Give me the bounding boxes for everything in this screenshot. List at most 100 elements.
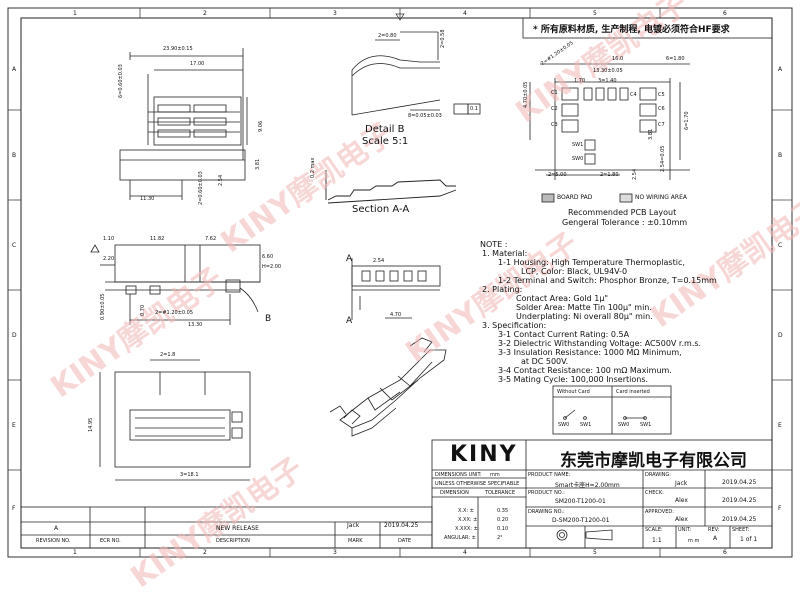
drawing-date: 2019.04.25 bbox=[722, 479, 757, 486]
company-name: 东莞市摩凯电子有限公司 bbox=[560, 451, 747, 471]
approved-date: 2019.04.25 bbox=[722, 516, 757, 523]
zone-label: B bbox=[778, 152, 783, 159]
pcb-tolerance: Gengeral Tolerance : ±0.10mm bbox=[562, 218, 688, 227]
product-name-label: PRODUCT NAME: bbox=[528, 472, 571, 478]
pcb-contact-label: C6 bbox=[658, 106, 665, 112]
dimension-label: 2=0.60±0.03 bbox=[198, 171, 204, 205]
dimension-label: 13.30±0.05 bbox=[593, 68, 623, 74]
dimension-label: 1.70 bbox=[574, 78, 586, 84]
dimension-label: 7.62 bbox=[205, 236, 217, 242]
dimension-label: 6=0.60±0.03 bbox=[118, 64, 124, 98]
legend-board-pad: BOARD PAD bbox=[557, 194, 593, 201]
dimension-label: 2.54=0.05 bbox=[660, 145, 666, 172]
dimension-label: 11.30 bbox=[140, 196, 155, 202]
section-marker: A bbox=[346, 316, 353, 326]
note-line: Contact Area: Gold 1μ" bbox=[516, 294, 609, 303]
note-line: LCP, Color: Black, UL94V-0 bbox=[521, 267, 628, 276]
dimension-label: 13.30 bbox=[188, 322, 203, 328]
approved-label: APPROVED: bbox=[645, 509, 674, 515]
zone-label: D bbox=[778, 332, 783, 339]
dimension-label: 2.54 bbox=[373, 258, 385, 264]
detail-b-scale: Scale 5:1 bbox=[362, 136, 409, 147]
note-line: 3-4 Contact Resistance: 100 mΩ Maximum. bbox=[498, 366, 672, 375]
tolerance-val: 0.10 bbox=[497, 526, 509, 532]
unit-label: UNIT: bbox=[678, 527, 692, 533]
unit-value: m m bbox=[688, 538, 700, 544]
tolerance-dim: X.X: ± bbox=[458, 508, 474, 514]
dimension-label: 3.81 bbox=[648, 128, 654, 140]
dimension-label: 6=1.80 bbox=[666, 56, 685, 62]
scale-value: 1:1 bbox=[652, 537, 662, 544]
product-name: Smart卡座H=2.00mm bbox=[555, 482, 620, 489]
zone-label: 2 bbox=[203, 549, 207, 556]
tolerance-header: TOLERANCE bbox=[485, 490, 516, 496]
zone-label: 6 bbox=[723, 10, 727, 17]
legend-no-wiring: NO WIRING AREA bbox=[635, 194, 687, 201]
note-line: 3. Specification: bbox=[482, 321, 547, 330]
switch-col-header: Without Card bbox=[557, 389, 590, 395]
dimension-label: 3.81 bbox=[255, 158, 261, 170]
dimensions-unit-label: DIMENSIONS UNIT: bbox=[435, 472, 482, 478]
check-by: Alex bbox=[675, 497, 688, 504]
zone-label: A bbox=[12, 66, 17, 73]
revision-header: DESCRIPTION bbox=[216, 538, 250, 544]
zone-label: 3 bbox=[333, 10, 337, 17]
pcb-contact-label: C5 bbox=[658, 92, 665, 98]
switch-col-header: Card inserted bbox=[616, 389, 650, 395]
note-line: 3-5 Mating Cycle: 100,000 Insertions. bbox=[498, 375, 649, 384]
zone-label: B bbox=[12, 152, 17, 159]
sheet-label: SHEET: bbox=[732, 527, 750, 533]
zone-label: 4 bbox=[463, 549, 467, 556]
rev-value: A bbox=[713, 535, 718, 542]
dimension-label: H=2.00 bbox=[262, 264, 282, 270]
dimension-label: 4.70 bbox=[390, 312, 402, 318]
dimension-label: 2=1.8 bbox=[160, 352, 176, 358]
dimension-label: 8=0.05±0.03 bbox=[408, 113, 442, 119]
dimension-label: 11.82 bbox=[150, 236, 165, 242]
drawing-by: Jack bbox=[675, 480, 688, 487]
dimensions-unit: mm bbox=[490, 472, 500, 478]
dimension-label: 4.70±0.05 bbox=[523, 81, 529, 108]
dimension-label: 0.2 max bbox=[310, 157, 316, 178]
note-line: 3-1 Contact Current Rating: 0.5A bbox=[498, 330, 630, 339]
zone-label: F bbox=[778, 505, 782, 512]
company-logo: KINY bbox=[450, 442, 518, 467]
pcb-contact-label: SW0 bbox=[572, 156, 584, 162]
sheet-value: 1 of 1 bbox=[740, 536, 758, 543]
section-marker: A bbox=[346, 254, 353, 264]
dimension-label: 1.10 bbox=[103, 236, 115, 242]
rev-label: REV: bbox=[708, 527, 720, 533]
revision-header: DATE bbox=[398, 538, 412, 544]
dimension-label: 2=0.58 bbox=[440, 29, 446, 48]
unless-specified: UNLESS OTHERWISE SPECIFIABLE bbox=[435, 481, 520, 487]
zone-label: D bbox=[12, 332, 17, 339]
switch-label: SW1 bbox=[640, 422, 652, 428]
drawing-no: D-SM200-T1200-01 bbox=[552, 517, 610, 524]
zone-label: 2 bbox=[203, 10, 207, 17]
revision-description: NEW RELEASE bbox=[216, 525, 259, 532]
note-line: Underplating: Ni overall 80μ" min. bbox=[516, 312, 653, 321]
dimension-label: 2=0.80 bbox=[378, 33, 397, 39]
dimension-label: 0.70 bbox=[140, 304, 146, 316]
tolerance-dim: X.XXX: ± bbox=[455, 526, 478, 532]
pcb-contact-label: C3 bbox=[551, 122, 558, 128]
dimension-label: 2.54 bbox=[632, 168, 638, 180]
dimension-label: 17.00 bbox=[190, 61, 205, 67]
revision-mark: Jack bbox=[347, 522, 360, 529]
switch-label: SW0 bbox=[618, 422, 630, 428]
zone-label: 5 bbox=[593, 10, 597, 17]
section-aa-title: Section A-A bbox=[352, 204, 410, 215]
note-line: Solder Area: Matte Tin 100μ" min. bbox=[516, 303, 652, 312]
approved-by: Alex bbox=[675, 516, 688, 523]
revision-header: MARK bbox=[348, 538, 363, 544]
drawing-no-label: DRAWING NO.: bbox=[528, 509, 565, 515]
revision-header: ECR NO. bbox=[100, 538, 121, 544]
header-note: * 所有原料材质, 生产制程, 电镀必须符合HF要求 bbox=[533, 25, 730, 35]
pcb-contact-label: C1 bbox=[551, 90, 558, 96]
dimension-label: 14.95 bbox=[88, 417, 94, 432]
tolerance-val: 0.20 bbox=[497, 517, 509, 523]
detail-b-callout: B bbox=[265, 314, 272, 324]
product-no: SM200-T1200-01 bbox=[555, 498, 606, 505]
notes-title: NOTE : bbox=[480, 240, 508, 249]
revision-date: 2019.04.25 bbox=[384, 522, 419, 529]
